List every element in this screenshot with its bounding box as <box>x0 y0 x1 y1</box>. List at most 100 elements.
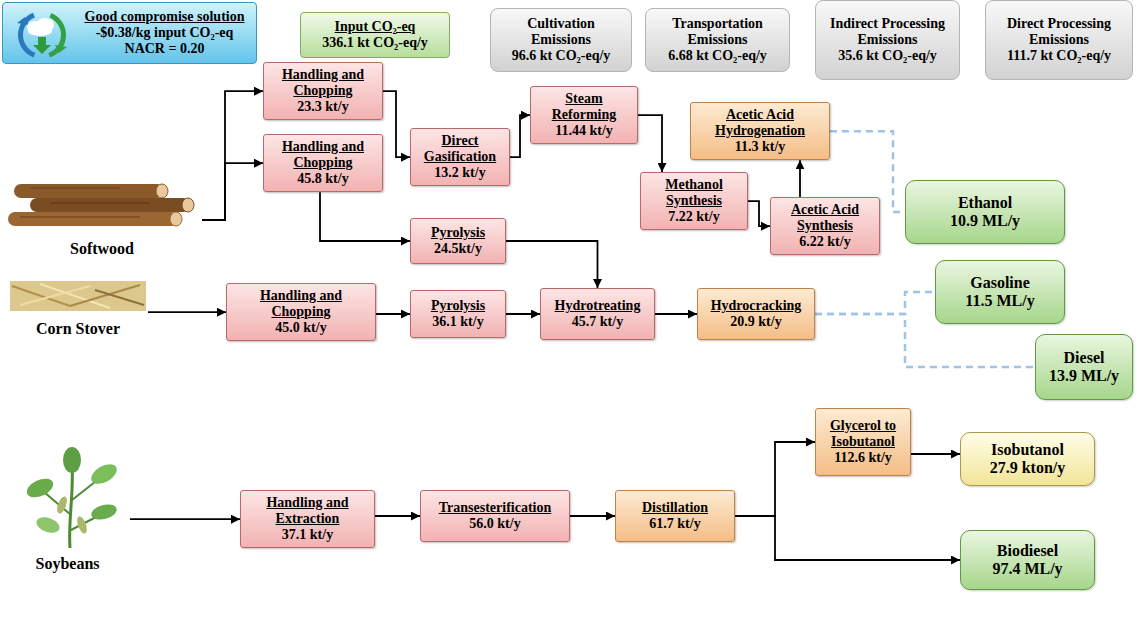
feedstock-label: Softwood <box>2 178 202 262</box>
box-name: Direct Processing Emissions <box>992 16 1126 48</box>
box-value: 111.7 kt CO₂-eq/y <box>1007 48 1111 64</box>
solution-icon <box>9 7 75 63</box>
flow-arrow <box>320 192 410 241</box>
box-name: Distillation <box>642 500 708 516</box>
flow-arrow <box>735 516 960 560</box>
process-box: Pyrolysis24.5kt/y <box>410 218 506 264</box>
box-value: 45.8 kt/y <box>297 171 348 187</box>
box-value: 11.3 kt/y <box>735 139 786 155</box>
log-end <box>156 184 168 198</box>
box-name: Transesterification <box>439 500 552 516</box>
emission-box: Indirect Processing Emissions35.6 kt CO₂… <box>815 0 960 80</box>
box-name: Acetic Acid Hydrogenation <box>697 107 823 139</box>
flow-arrow <box>130 518 240 520</box>
box-value: 112.6 kt/y <box>834 450 892 466</box>
flow-arrow <box>735 442 815 516</box>
box-value: 56.0 kt/y <box>469 516 520 532</box>
box-value: 7.22 kt/y <box>668 209 719 225</box>
box-name: Diesel <box>1064 349 1105 367</box>
cloud <box>28 26 52 36</box>
log <box>14 184 164 198</box>
process-box: Hydrotreating45.7 kt/y <box>540 288 655 340</box>
flow-arrow <box>383 91 410 157</box>
product-box: Ethanol10.9 ML/y <box>905 180 1065 244</box>
process-box: Handling and Extraction37.1 kt/y <box>240 490 375 548</box>
box-name: Transportation Emissions <box>652 16 783 48</box>
straw <box>20 286 90 305</box>
box-value: 13.9 ML/y <box>1049 367 1119 385</box>
bark-line <box>50 203 150 204</box>
straw-ground <box>10 281 146 311</box>
box-name: Handling and Extraction <box>247 495 368 527</box>
arrow-tip <box>17 17 29 25</box>
box-value: 10.9 ML/y <box>950 212 1020 230</box>
arrow-tip <box>55 45 67 53</box>
box-value: 36.1 kt/y <box>432 314 483 330</box>
flow-arrow <box>202 91 263 220</box>
process-box: Handling and Chopping23.3 kt/y <box>263 62 383 120</box>
flow-arrow <box>510 115 530 157</box>
box-name: Hydrotreating <box>555 298 641 314</box>
corn-stover-strip <box>10 281 146 311</box>
box-value: 35.6 kt CO₂-eq/y <box>838 48 937 64</box>
input-box: Input CO₂-eq336.1 kt CO₂-eq/y <box>300 12 450 58</box>
box-value: 97.4 ML/y <box>992 560 1062 578</box>
flow-arrow <box>799 160 801 197</box>
log <box>8 212 178 226</box>
process-box: Transesterification56.0 kt/y <box>420 490 570 542</box>
box-name: Methanol Synthesis <box>647 177 741 209</box>
box-value: 45.0 kt/y <box>275 320 326 336</box>
process-box: Hydrocracking20.9 kt/y <box>697 288 815 340</box>
box-name: Hydrocracking <box>711 298 802 314</box>
process-box: Acetic Acid Synthesis6.22 kt/y <box>770 197 880 255</box>
flow-arrow <box>506 241 598 288</box>
straw <box>95 290 144 305</box>
product-link <box>815 292 935 314</box>
flow-arrow <box>655 313 697 315</box>
box-value: 27.9 kton/y <box>990 459 1066 477</box>
box-value: NACR = 0.20 <box>125 41 205 57</box>
box-name: Glycerol to Isobutanol <box>822 418 904 450</box>
box-name: Softwood <box>70 240 134 258</box>
box-name: Pyrolysis <box>431 225 485 241</box>
down-arrow <box>33 37 51 54</box>
flow-arrow <box>506 313 540 315</box>
process-box: Steam Reforming11.44 kt/y <box>530 86 638 144</box>
box-name: Pyrolysis <box>431 298 485 314</box>
process-box: Handling and Chopping45.0 kt/y <box>226 283 376 341</box>
process-box: Methanol Synthesis7.22 kt/y <box>640 172 748 230</box>
log-end <box>182 198 194 212</box>
process-box: Acetic Acid Hydrogenation11.3 kt/y <box>690 102 830 160</box>
leaf <box>90 502 119 522</box>
box-value: 20.9 kt/y <box>730 314 781 330</box>
bark-line <box>30 188 120 189</box>
process-box: Handling and Chopping45.8 kt/y <box>263 134 383 192</box>
log <box>30 198 190 212</box>
emission-box: Transportation Emissions6.68 kt CO₂-eq/y <box>645 8 790 72</box>
flow-arrow <box>748 201 770 226</box>
box-name: Soybeans <box>35 555 99 573</box>
box-value: 45.7 kt/y <box>572 314 623 330</box>
softwood-logs <box>8 184 194 226</box>
box-value: -$0.38/kg input CO₂-eq <box>96 25 234 41</box>
feedstock-label: Corn Stover <box>8 278 148 342</box>
process-box: Direct Gasification13.2 kt/y <box>410 128 510 186</box>
box-name: Indirect Processing Emissions <box>822 16 953 48</box>
box-value: 11.44 kt/y <box>555 123 613 139</box>
box-value: 11.5 ML/y <box>965 292 1034 310</box>
emission-box: Direct Processing Emissions111.7 kt CO₂-… <box>985 0 1133 80</box>
leaf <box>88 460 120 488</box>
bark-line <box>20 217 140 218</box>
leaf <box>24 475 56 501</box>
box-value: 6.22 kt/y <box>799 234 850 250</box>
emission-box: Cultivation Emissions96.6 kt CO₂-eq/y <box>490 8 632 72</box>
flow-arrow <box>638 115 662 172</box>
cycle-arrow <box>18 13 35 58</box>
product-box: Biodiesel97.4 ML/y <box>960 530 1095 590</box>
box-name: Handling and Chopping <box>270 139 376 171</box>
box-name: Biodiesel <box>997 542 1058 560</box>
flow-arrow <box>148 311 226 313</box>
log-end <box>170 212 182 226</box>
